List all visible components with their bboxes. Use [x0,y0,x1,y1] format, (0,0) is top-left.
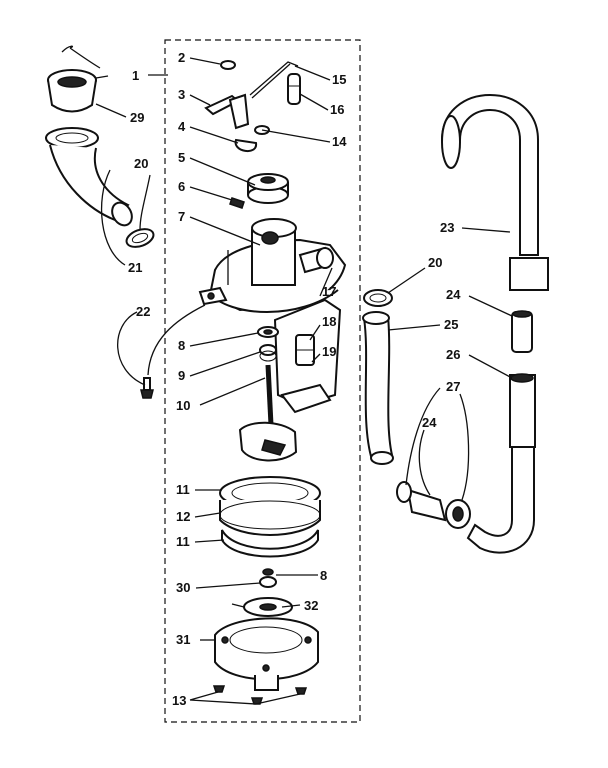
part-19-bracket [280,383,332,414]
part-31-base-housing [214,617,319,691]
label-7: 7 [178,209,185,224]
part-20-hose-clamp-left [125,228,155,248]
label-26: 26 [446,347,460,362]
label-22: 22 [136,304,150,319]
part-16-bushing [287,73,301,105]
label-23: 23 [440,220,454,235]
part-6-key [229,197,245,209]
part-5-pulley [247,173,289,204]
label-11-upper: 11 [176,482,190,497]
label-11-lower: 11 [176,534,190,549]
label-12: 12 [176,509,190,524]
part-22-screw [140,377,154,399]
part-27-clamp [445,499,471,529]
part-11-gasket-lower [221,529,319,558]
label-29: 29 [130,110,144,125]
label-31: 31 [176,632,190,647]
label-30: 30 [176,580,190,595]
label-21: 21 [128,260,142,275]
label-10: 10 [176,398,190,413]
label-5: 5 [178,150,185,165]
label-8-lower: 8 [320,568,327,583]
part-24-connector-lower [396,481,447,522]
part-15-wire-link [249,61,299,99]
part-20-hose-clamp-right [363,289,393,307]
label-24-upper: 24 [446,287,461,302]
part-10-shaft-impeller [238,364,298,462]
label-20-right: 20 [428,255,442,270]
label-18: 18 [322,314,336,329]
part-13-screws [212,685,308,705]
leader-lines [95,57,513,705]
part-24-connector-upper [511,310,533,353]
label-32: 32 [304,598,318,613]
part-23-j-tube [440,94,549,291]
part-4-spring-clip [234,138,257,152]
label-17: 17 [322,284,336,299]
part-18-valve [295,334,315,366]
label-15: 15 [332,72,346,87]
label-24-lower: 24 [422,415,437,430]
part-29-outlet-fitting [47,45,109,113]
label-25: 25 [444,317,458,332]
label-2: 2 [178,50,185,65]
part-32-seal [231,597,293,617]
label-20-left: 20 [134,156,148,171]
part-3-lever-bracket [204,93,250,130]
label-13: 13 [172,693,186,708]
part-8-washer-upper [257,326,279,338]
label-3: 3 [178,87,185,102]
label-14: 14 [332,134,347,149]
label-27: 27 [446,379,460,394]
label-4: 4 [178,119,186,134]
label-1: 1 [132,68,139,83]
part-30-o-ring [259,568,277,588]
part-7-pump-body [198,218,347,313]
label-19: 19 [322,344,336,359]
reference-labels: 1 2 3 4 5 6 7 8 9 10 11 12 11 30 31 13 1… [128,50,461,708]
assembly-boundary [164,39,361,723]
label-9: 9 [178,368,185,383]
part-2-clip [220,60,236,70]
part-12-housing-ring [219,500,321,536]
label-8-upper: 8 [178,338,185,353]
label-16: 16 [330,102,344,117]
label-6: 6 [178,179,185,194]
part-9-seal [259,344,277,362]
part-25-drain-hose [362,311,394,465]
part-21-elbow-hose [45,127,133,227]
part-26-drain-tube [466,373,536,554]
